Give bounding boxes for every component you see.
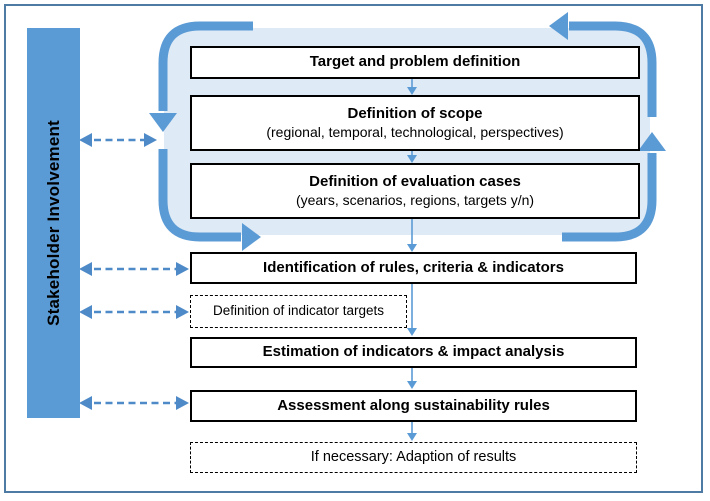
step-box-assessment-sustainability-rules: Assessment along sustainability rules [190, 390, 637, 422]
step-box-estimation-of-indicators: Estimation of indicators & impact analys… [190, 337, 637, 368]
stakeholder-involvement-label: Stakeholder Involvement [43, 120, 63, 326]
step-title: Definition of evaluation cases [309, 172, 521, 190]
down-arrowhead-icon [149, 113, 177, 132]
flow-arrowhead-icon [407, 433, 417, 441]
flow-arrowhead-icon [407, 155, 417, 163]
step-title: Definition of indicator targets [212, 303, 385, 319]
left-arrowhead-icon [549, 12, 568, 40]
step-title: Target and problem definition [309, 53, 521, 71]
flow-arrowhead-icon [407, 381, 417, 389]
step-box-definition-of-evaluation-cases: Definition of evaluation cases (years, s… [190, 163, 640, 219]
left-arrowhead-icon [79, 305, 92, 319]
right-arrowhead-icon [144, 133, 157, 147]
step-title: Estimation of indicators & impact analys… [262, 343, 565, 361]
left-arrowhead-icon [79, 133, 92, 147]
stakeholder-involvement-bar: Stakeholder Involvement [27, 28, 80, 418]
step-subtitle: (regional, temporal, technological, pers… [266, 123, 564, 140]
step-title: Assessment along sustainability rules [277, 396, 550, 414]
right-arrowhead-icon [176, 305, 189, 319]
flow-arrowhead-icon [407, 328, 417, 336]
flow-arrows [407, 79, 417, 441]
step-box-identification-of-rules: Identification of rules, criteria & indi… [190, 252, 637, 284]
left-arrowhead-icon [79, 396, 92, 410]
step-title: Identification of rules, criteria & indi… [263, 258, 564, 276]
step-box-definition-of-scope: Definition of scope (regional, temporal,… [190, 95, 640, 151]
loop-segment-top-left [158, 21, 253, 111]
right-arrowhead-icon [176, 396, 189, 410]
step-box-target-problem-definition: Target and problem definition [190, 46, 640, 79]
step-title: Definition of scope [347, 104, 483, 122]
loop-segment-bottom-left [158, 149, 241, 242]
up-arrowhead-icon [638, 132, 666, 151]
stakeholder-link-arrows [79, 133, 189, 410]
cycle-loop-arrow [149, 12, 666, 251]
loop-segment-top-right [569, 21, 657, 117]
step-title: If necessary: Adaption of results [310, 449, 517, 466]
step-box-definition-of-indicator-targets: Definition of indicator targets [190, 295, 407, 328]
right-arrowhead-icon [242, 223, 261, 251]
flow-arrowhead-icon [407, 87, 417, 95]
flow-arrowhead-icon [407, 244, 417, 252]
left-arrowhead-icon [79, 262, 92, 276]
loop-segment-bottom-right [562, 153, 657, 242]
step-box-adaption-of-results: If necessary: Adaption of results [190, 442, 637, 473]
step-subtitle: (years, scenarios, regions, targets y/n) [295, 191, 535, 208]
outer-border-frame [4, 4, 703, 493]
right-arrowhead-icon [176, 262, 189, 276]
